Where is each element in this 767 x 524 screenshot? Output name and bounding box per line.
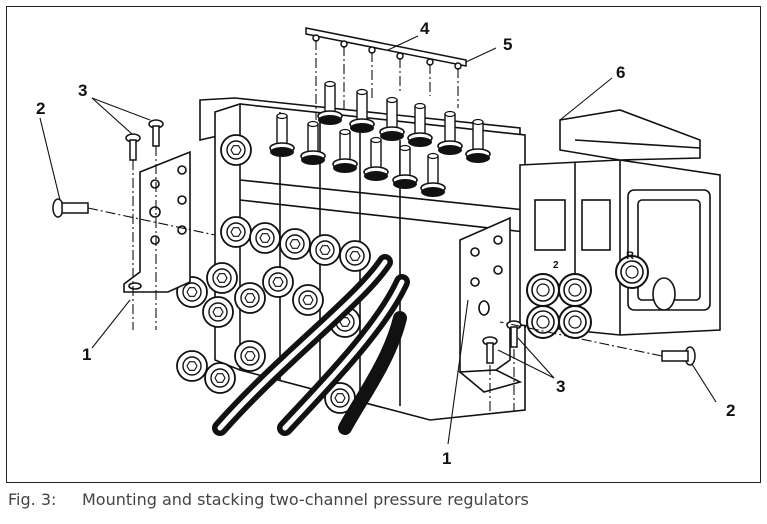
callout-6: 6: [616, 63, 625, 82]
callout-1-right: 1: [442, 449, 451, 468]
valve-modules: [519, 109, 721, 339]
left-screws: [52, 119, 164, 218]
pneumatic-tubes: [212, 254, 410, 436]
right-screws: [482, 320, 696, 366]
figure-caption: Fig. 3: Mounting and stacking two-channel…: [8, 490, 529, 509]
technical-drawing: R 2: [36, 19, 735, 468]
leader-lines: [39, 35, 717, 445]
mounting-bracket-right: [457, 216, 523, 393]
center-lines: [87, 40, 663, 412]
callout-2-left: 2: [36, 99, 45, 118]
figure-label: Fig. 3:: [8, 490, 57, 509]
cover-rail: [305, 27, 467, 70]
callout-4: 4: [420, 19, 430, 38]
callout-3-right: 3: [556, 377, 565, 396]
figure-title: Mounting and stacking two-channel pressu…: [82, 490, 529, 509]
callout-2-right: 2: [726, 401, 735, 420]
port-2-label: 2: [553, 260, 559, 271]
callout-3-left: 3: [78, 81, 87, 100]
port-r-label: R: [626, 250, 634, 262]
callout-5: 5: [503, 35, 512, 54]
callout-1-left: 1: [82, 345, 91, 364]
mounting-bracket-left: [123, 150, 191, 293]
